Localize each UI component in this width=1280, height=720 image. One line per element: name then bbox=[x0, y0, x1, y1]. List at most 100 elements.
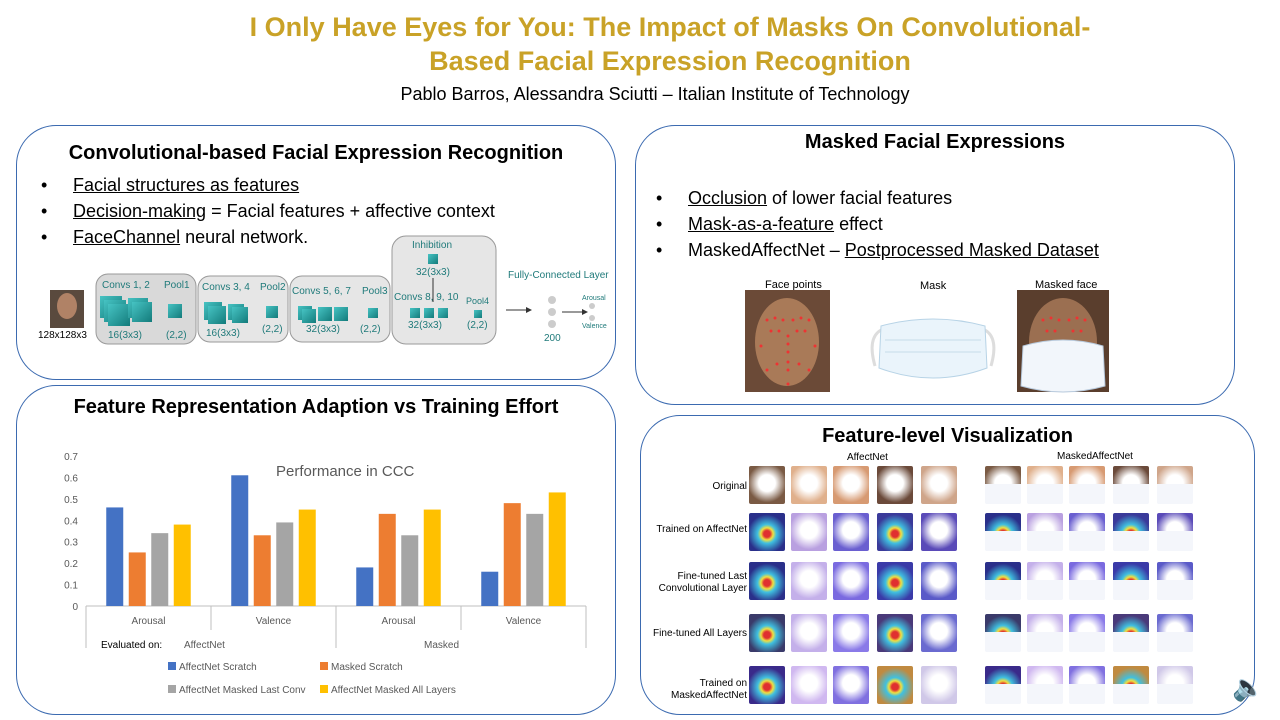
convs12-label: Convs 1, 2 bbox=[102, 280, 150, 291]
authors: Pablo Barros, Alessandra Sciutti – Itali… bbox=[400, 84, 910, 104]
out-arousal: Arousal bbox=[582, 295, 606, 302]
conv-bullet-2-rest: = Facial features + affective context bbox=[206, 201, 495, 221]
affectnet-vis-image bbox=[749, 666, 785, 704]
y-tick-label: 0.3 bbox=[64, 538, 78, 549]
inhibition-dim: 32(3x3) bbox=[416, 267, 450, 278]
affectnet-vis-image bbox=[921, 666, 957, 704]
maskedaffectnet-vis-image bbox=[1113, 562, 1149, 600]
convs8910-label: Convs 8, 9, 10 bbox=[394, 292, 459, 303]
bar-affectnet-masked-last-conv bbox=[276, 522, 294, 606]
pool1-label: Pool1 bbox=[164, 280, 190, 291]
fc-label: Fully-Connected Layer bbox=[508, 270, 609, 281]
vis-col-affectnet: AffectNet bbox=[847, 452, 888, 463]
affectnet-vis-image bbox=[877, 614, 913, 652]
affectnet-vis-image bbox=[877, 513, 913, 551]
affectnet-vis-image bbox=[877, 562, 913, 600]
y-tick-label: 0.6 bbox=[64, 473, 78, 484]
maskedaffectnet-vis-image bbox=[1157, 466, 1193, 504]
y-tick-label: 0.1 bbox=[64, 581, 78, 592]
affectnet-vis-image bbox=[749, 614, 785, 652]
x-category-label: Arousal bbox=[382, 616, 416, 627]
affectnet-vis-image bbox=[749, 513, 785, 551]
affectnet-vis-image bbox=[921, 562, 957, 600]
maskedaffectnet-vis-image bbox=[1069, 562, 1105, 600]
maskedaffectnet-vis-image bbox=[1027, 614, 1063, 652]
pool4-dim: (2,2) bbox=[467, 320, 488, 331]
maskedaffectnet-vis-image bbox=[1069, 614, 1105, 652]
y-tick-label: 0.4 bbox=[64, 516, 78, 527]
bar-masked-scratch bbox=[128, 552, 146, 606]
maskedaffectnet-vis-image bbox=[1027, 562, 1063, 600]
affectnet-vis-image bbox=[791, 562, 827, 600]
maskedaffectnet-vis-image bbox=[1027, 466, 1063, 504]
affectnet-vis-image bbox=[921, 466, 957, 504]
maskedaffectnet-vis-image bbox=[1069, 466, 1105, 504]
maskedaffectnet-vis-image bbox=[1113, 666, 1149, 704]
legend-label: AffectNet Masked All Layers bbox=[331, 685, 456, 696]
bar-masked-scratch bbox=[378, 513, 396, 606]
bar-affectnet-masked-all-layers bbox=[298, 509, 316, 606]
maskedaffectnet-vis-image bbox=[1069, 513, 1105, 551]
mask-illustration: Face points Mask Masked face bbox=[745, 279, 1109, 393]
title-line-2: Based Facial Expression Recognition bbox=[429, 46, 911, 76]
x-category-label: Valence bbox=[506, 616, 542, 627]
out-valence: Valence bbox=[582, 323, 607, 330]
panel-conv-title: Convolutional-based Facial Expression Re… bbox=[68, 142, 564, 164]
pool1-dim: (2,2) bbox=[166, 330, 187, 341]
group-label-affectnet: AffectNet bbox=[184, 640, 225, 651]
legend-swatch bbox=[168, 662, 176, 670]
conv-bullet-1-u: Facial structures as features bbox=[73, 175, 300, 195]
group-label-masked: Masked bbox=[424, 640, 459, 651]
maskedaffectnet-vis-image bbox=[1113, 513, 1149, 551]
vis-row-trained-masked: Trained on MaskedAffectNet bbox=[671, 678, 747, 701]
maskedaffectnet-vis-image bbox=[1157, 614, 1193, 652]
maskedaffectnet-vis-image bbox=[1027, 666, 1063, 704]
pool4-label: Pool4 bbox=[466, 296, 489, 306]
bar-affectnet-masked-all-layers bbox=[173, 524, 191, 606]
panel-feature-title: Feature Representation Adaption vs Train… bbox=[73, 396, 559, 418]
affectnet-vis-image bbox=[833, 466, 869, 504]
maskedaffectnet-vis-image bbox=[1157, 562, 1193, 600]
img-label-masked-face: Masked face bbox=[1035, 279, 1097, 291]
vis-row-original: Original bbox=[712, 481, 747, 492]
affectnet-vis-image bbox=[833, 614, 869, 652]
bar-affectnet-masked-last-conv bbox=[151, 533, 169, 606]
input-size-label: 128x128x3 bbox=[38, 330, 87, 341]
conv-bullet-3-u: FaceChannel bbox=[73, 227, 181, 247]
legend-label: Masked Scratch bbox=[331, 662, 403, 673]
masked-bullet-1-rest: of lower facial features bbox=[767, 188, 953, 208]
masked-bullet-2-rest: effect bbox=[834, 214, 883, 234]
speaker-icon[interactable]: 🔈 bbox=[1232, 672, 1265, 702]
conv-bullet-2-u: Decision-making bbox=[73, 201, 207, 221]
panel-visualization: Feature-level Visualization AffectNet Ma… bbox=[640, 415, 1255, 715]
masked-bullet-3-u: Postprocessed Masked Dataset bbox=[844, 240, 1099, 260]
maskedaffectnet-vis-image bbox=[985, 614, 1021, 652]
affectnet-vis-image bbox=[877, 466, 913, 504]
pool3-label: Pool3 bbox=[362, 286, 388, 297]
fc-label-text: Fully-Connected Layer bbox=[508, 270, 609, 281]
affectnet-vis-image bbox=[749, 466, 785, 504]
pool2-label: Pool2 bbox=[260, 282, 286, 293]
img-label-face-points: Face points bbox=[765, 279, 822, 291]
x-category-label: Arousal bbox=[132, 616, 166, 627]
affectnet-vis-image bbox=[791, 614, 827, 652]
maskedaffectnet-vis-image bbox=[1113, 614, 1149, 652]
panel-masked: Masked Facial Expressions Occlusion of l… bbox=[635, 125, 1235, 405]
convs8910-dim: 32(3x3) bbox=[408, 320, 442, 331]
vis-row-trained-affectnet: Trained on AffectNet bbox=[656, 524, 747, 535]
pool2-dim: (2,2) bbox=[262, 324, 283, 335]
affectnet-vis-image bbox=[833, 562, 869, 600]
bar-masked-scratch bbox=[253, 535, 271, 606]
img-label-mask: Mask bbox=[920, 280, 947, 292]
pool3-dim: (2,2) bbox=[360, 324, 381, 335]
maskedaffectnet-vis-image bbox=[985, 513, 1021, 551]
legend-swatch bbox=[168, 685, 176, 693]
legend-label: AffectNet Masked Last Conv bbox=[179, 685, 306, 696]
convs34-dim: 16(3x3) bbox=[206, 328, 240, 339]
affectnet-vis-image bbox=[877, 666, 913, 704]
bar-affectnet-scratch bbox=[356, 567, 374, 606]
legend-label: AffectNet Scratch bbox=[179, 662, 257, 673]
y-tick-label: 0.2 bbox=[64, 559, 78, 570]
bar-affectnet-masked-last-conv bbox=[401, 535, 419, 606]
surgical-mask-image bbox=[870, 318, 996, 379]
